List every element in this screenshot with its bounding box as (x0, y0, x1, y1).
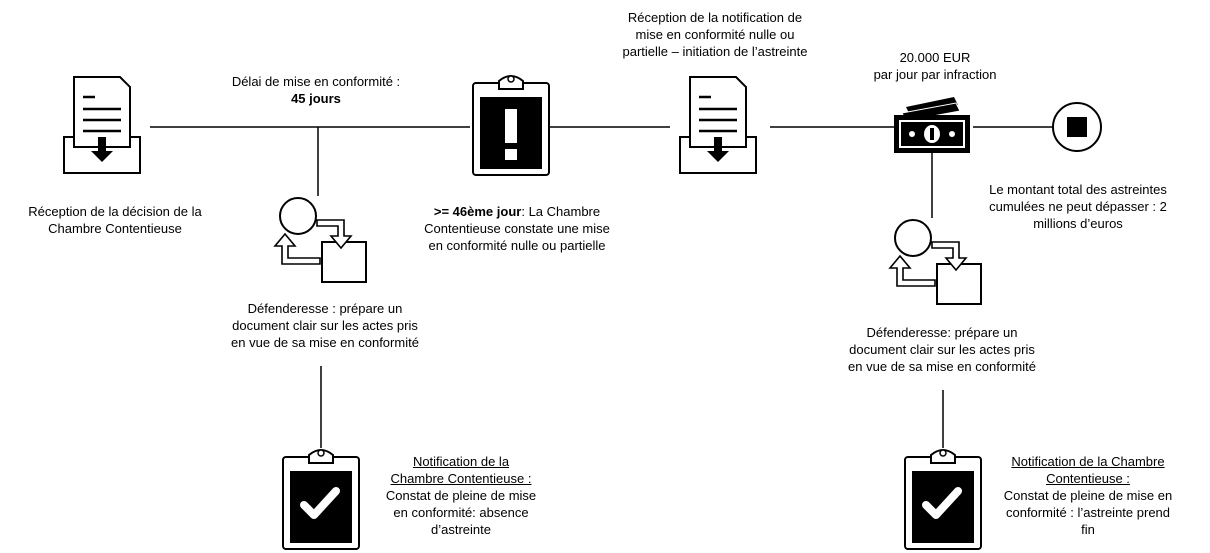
clipboard-check-icon (282, 449, 360, 550)
delay-label: Délai de mise en conformité : 45 jours (231, 74, 401, 106)
cycle-process-icon (274, 197, 367, 283)
document-inbox-icon (62, 75, 142, 175)
notification-label-2: Notification de la Chambre Contentieuse … (1003, 454, 1173, 537)
stop-icon (1052, 102, 1102, 152)
cap-label: Le montant total des astreintes cumulées… (989, 182, 1167, 231)
notification-label-1: Notification de la Chambre Contentieuse … (385, 454, 537, 537)
cycle-process-icon (889, 219, 982, 305)
clipboard-exclamation-icon (472, 75, 550, 176)
defendant-label-2: Défenderesse: prépare un document clair … (848, 325, 1036, 374)
document-inbox-icon (678, 75, 758, 175)
penalty-label: 20.000 EUR par jour par infraction (873, 50, 997, 82)
clipboard-check-icon (904, 449, 982, 550)
day46-label: >= 46ème jour: La Chambre Contentieuse c… (424, 204, 610, 253)
money-bill-icon (894, 97, 970, 153)
notification-reception-label: Réception de la notification de mise en … (622, 10, 808, 59)
defendant-label-1: Défenderesse : prépare un document clair… (231, 301, 419, 350)
decision-reception-label: Réception de la décision de la Chambre C… (28, 204, 202, 236)
